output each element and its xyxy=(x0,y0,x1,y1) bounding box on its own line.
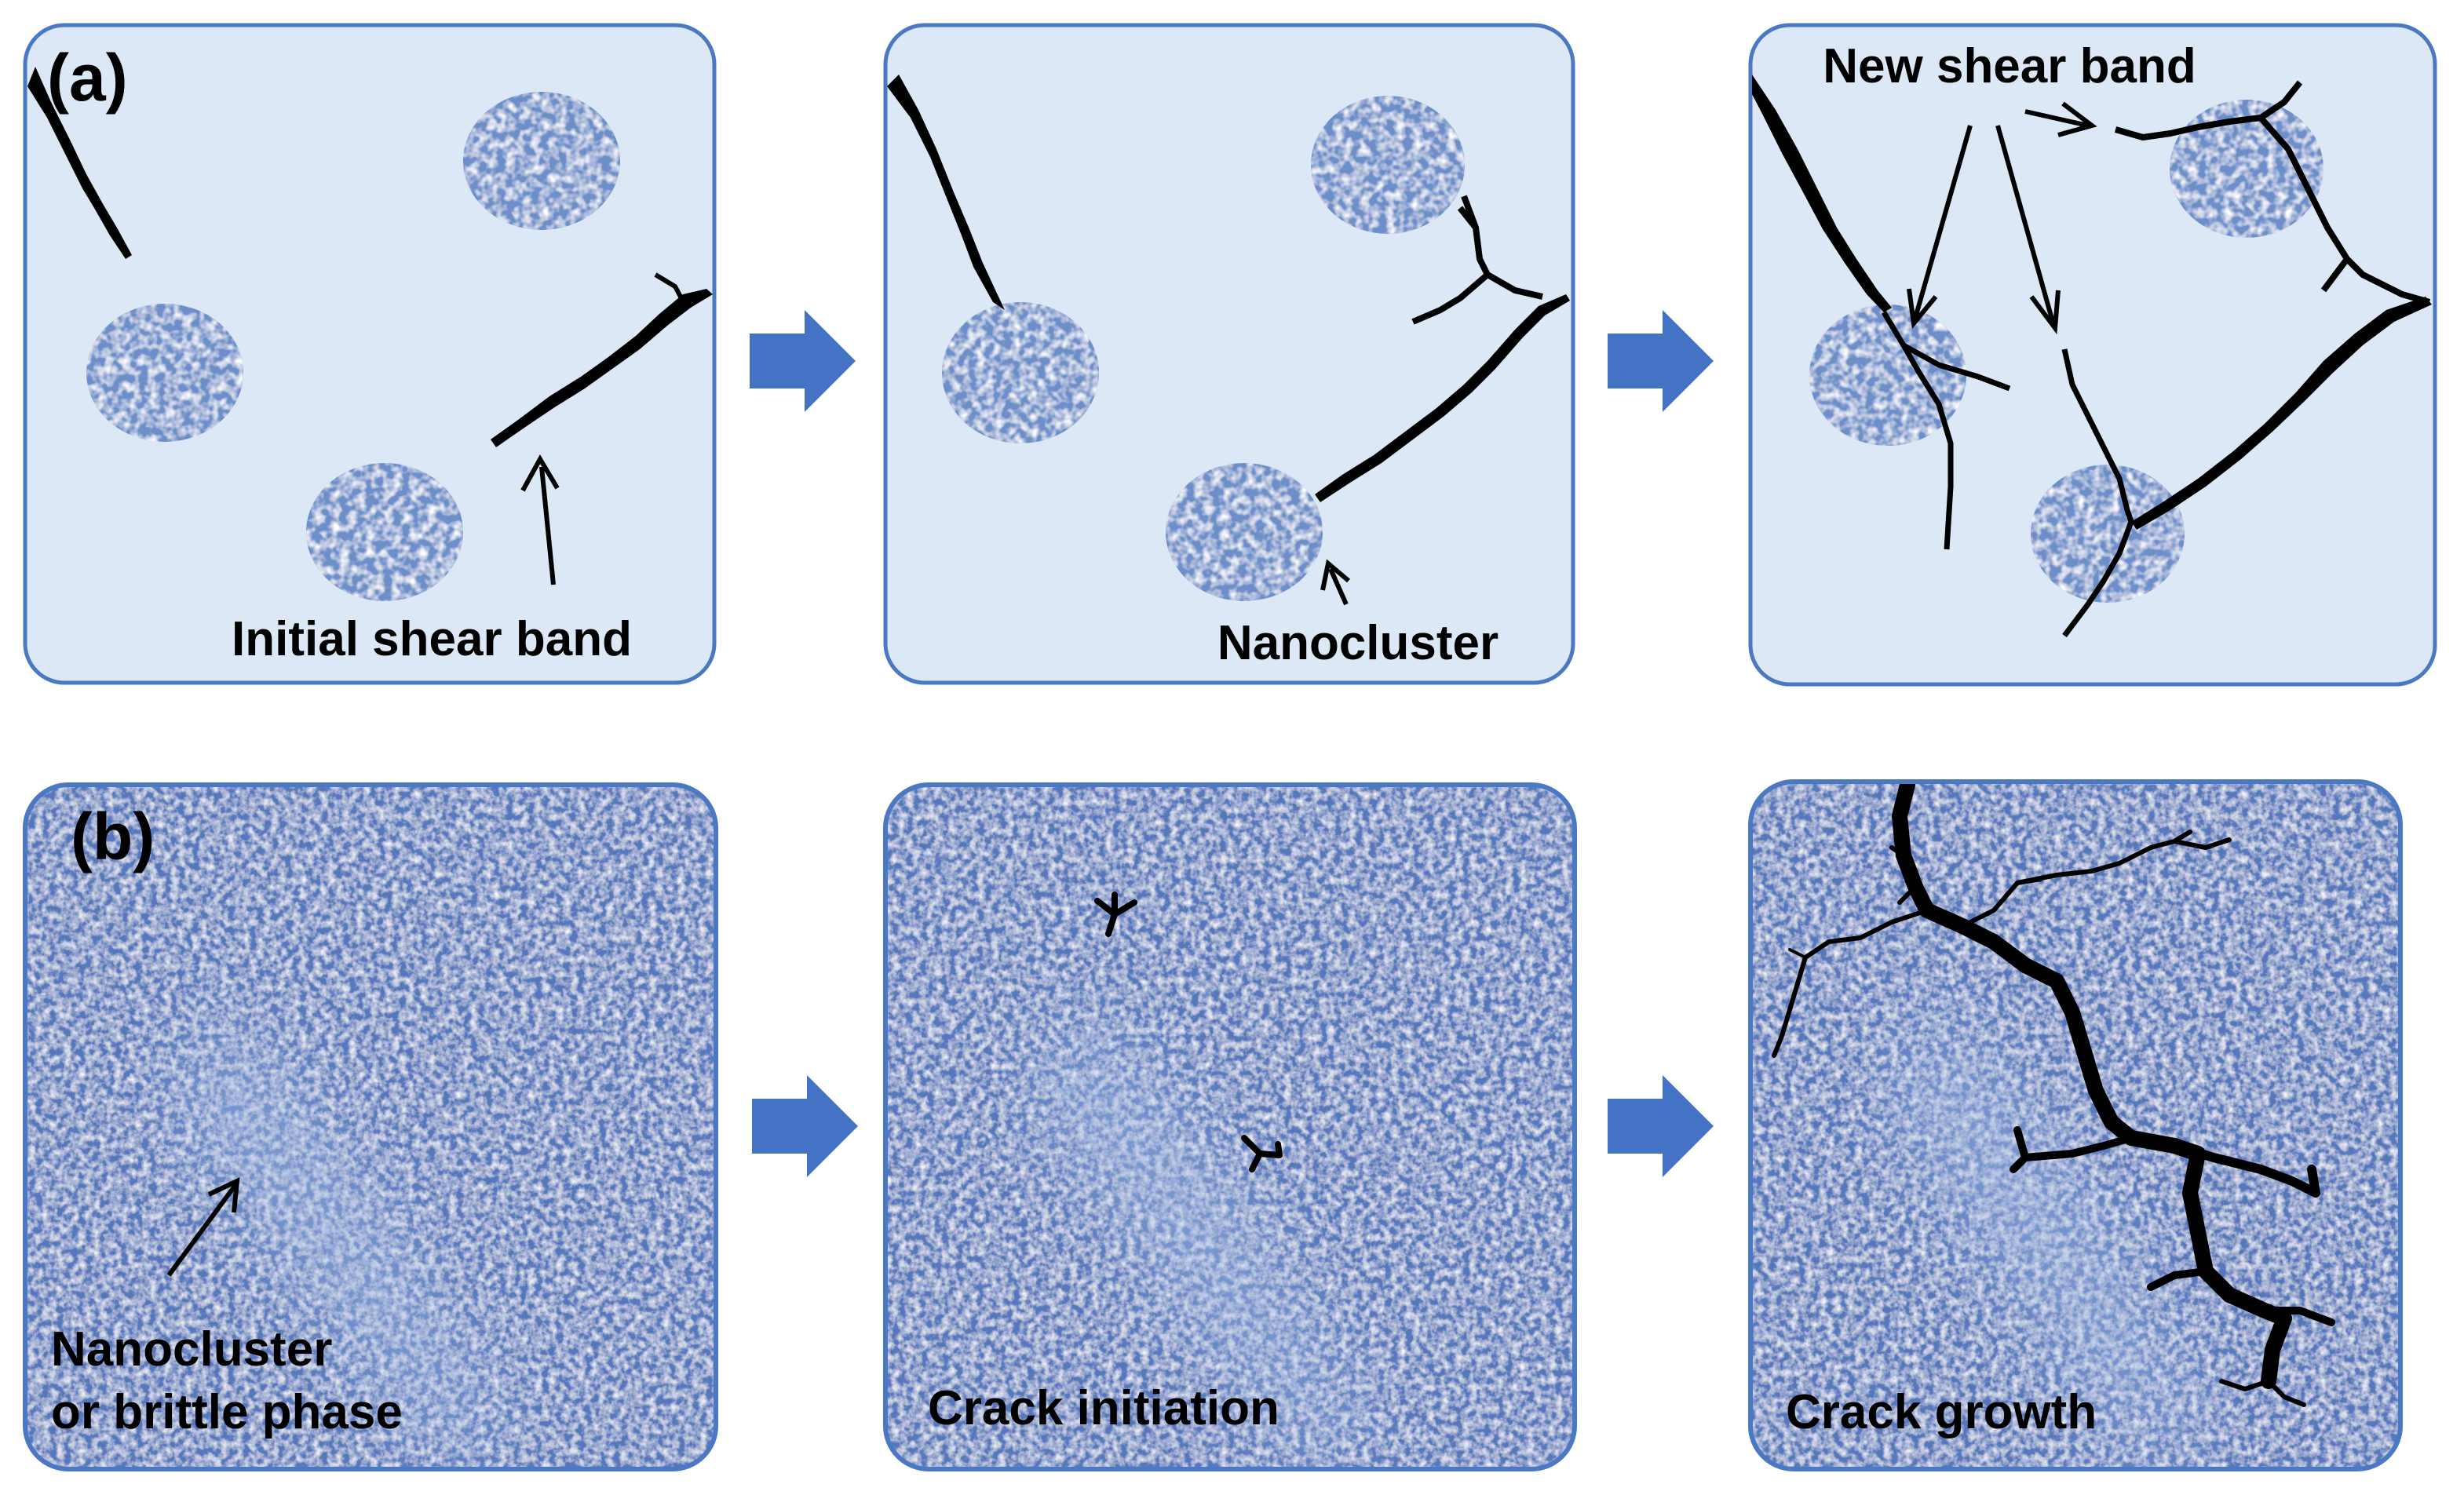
crack-nucleus xyxy=(1241,1135,1283,1172)
step-arrow xyxy=(1608,310,1714,412)
nanocluster-circle xyxy=(2170,100,2323,238)
branch-crack xyxy=(1772,908,1929,1058)
nanocluster-circle xyxy=(1311,96,1465,234)
branch-crack xyxy=(2219,1379,2306,1407)
panel-label-a: (a) xyxy=(47,41,128,115)
crack-network xyxy=(1772,782,2335,1407)
shear-band-crack xyxy=(2131,297,2432,530)
pointer-arrow xyxy=(1328,567,1349,606)
nanocluster-circle xyxy=(86,304,243,442)
step-arrow xyxy=(1608,1075,1714,1177)
pointer-arrow xyxy=(166,1183,238,1277)
nanocluster-circle xyxy=(463,92,620,230)
panel-a2: Nanocluster xyxy=(883,23,1575,685)
shear-band-crack xyxy=(491,289,713,447)
nanocluster-group-a2 xyxy=(942,96,1465,601)
shear-band-crack xyxy=(1411,195,1543,325)
shear-band-crack xyxy=(1315,294,1570,502)
brittle-phase-band xyxy=(1036,1005,1366,1460)
caption-nanocluster: Nanocluster xyxy=(1217,616,1498,670)
caption-initial-shear-band: Initial shear band xyxy=(232,612,632,666)
pointer-arrow xyxy=(1913,125,1973,319)
shear-band-crack xyxy=(1881,311,2011,550)
brittle-phase-band xyxy=(173,1005,502,1460)
panel-a1: (a) Initial shear band xyxy=(23,23,717,685)
pointer-arrowhead xyxy=(1907,288,1938,330)
caption-crack-growth: Crack growth xyxy=(1786,1385,2097,1439)
shear-band-crack xyxy=(887,75,1005,310)
micrograph-background xyxy=(1750,782,2400,1469)
branch-crack xyxy=(2010,1126,2135,1173)
shear-band-crack xyxy=(654,272,684,300)
panel-b3: Crack growth xyxy=(1748,779,2403,1471)
panel-b2-frame xyxy=(883,782,1577,1471)
step-arrow xyxy=(752,1075,858,1177)
caption-nanocluster-line1: Nanocluster xyxy=(51,1322,332,1376)
pointer-arrow xyxy=(2024,109,2089,128)
pointer-arrowhead xyxy=(2029,290,2061,335)
panel-a3: New shear band xyxy=(1748,23,2437,687)
branch-crack xyxy=(1788,948,1807,959)
panel-label-b: (b) xyxy=(71,800,155,873)
shear-band-crack xyxy=(1752,75,1892,312)
branch-crack xyxy=(1889,845,1918,905)
caption-crack-initiation: Crack initiation xyxy=(928,1381,1279,1435)
nanocluster-circle xyxy=(306,463,463,601)
panel-b3-frame xyxy=(1748,779,2403,1471)
caption-new-shear-band: New shear band xyxy=(1823,39,2196,93)
crack-nucleus xyxy=(1094,892,1137,937)
brittle-phase-band xyxy=(1892,1005,2206,1460)
nanocluster-group-a1 xyxy=(86,92,620,601)
branch-crack xyxy=(2147,1267,2335,1326)
nanocluster-circle xyxy=(2031,465,2185,603)
pointer-arrowhead xyxy=(207,1177,240,1213)
shear-band-crack xyxy=(27,67,132,259)
panel-b2: Crack initiation xyxy=(883,782,1577,1471)
pointer-arrowhead xyxy=(2057,101,2097,137)
panel-b1: (b) Nanocluster or brittle phase xyxy=(23,782,718,1471)
nanocluster-group-a3 xyxy=(1809,100,2323,603)
step-arrow xyxy=(750,310,856,412)
pointer-arrow xyxy=(539,466,556,585)
caption-nanocluster-line2: or brittle phase xyxy=(51,1385,403,1439)
nanocluster-circle xyxy=(1809,304,1966,446)
pointer-arrow xyxy=(1995,125,2055,323)
shear-band-crack xyxy=(2114,80,2431,305)
main-crack xyxy=(1892,782,2292,1389)
branch-crack xyxy=(2170,1141,2320,1198)
branch-crack xyxy=(1960,830,2232,928)
pointer-arrowhead xyxy=(1320,559,1350,591)
nanocluster-circle xyxy=(942,302,1099,443)
micrograph-background xyxy=(885,785,1575,1469)
shear-band-crack xyxy=(2061,348,2134,638)
nanocluster-circle xyxy=(1166,463,1323,601)
panel-b1-frame xyxy=(23,782,718,1471)
pointer-arrowhead xyxy=(520,454,560,492)
